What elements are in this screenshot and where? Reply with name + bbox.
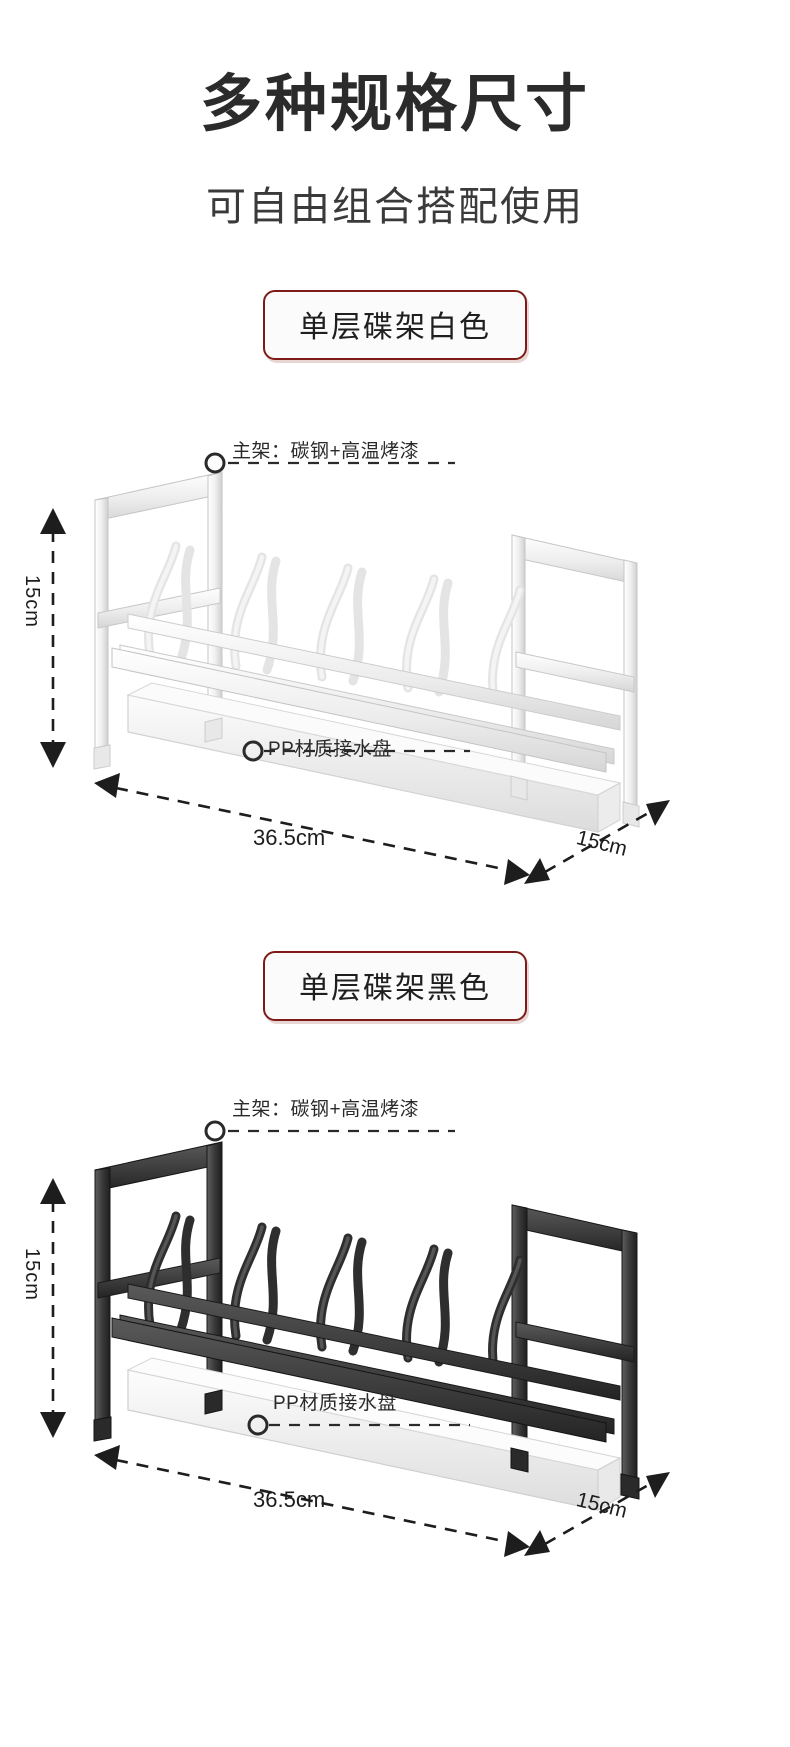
dimension-arrow-height (40, 1178, 66, 1438)
leader-line-frame (204, 452, 455, 474)
callout-frame-white: 主架：碳钢+高温烤漆 (232, 441, 420, 462)
page-subtitle: 可自由组合搭配使用 (206, 185, 584, 229)
leader-line-tray (242, 740, 470, 762)
dimension-height-white: 15cm (21, 575, 43, 628)
dimension-arrow-width (94, 1445, 530, 1557)
dimension-arrow-width (94, 773, 530, 885)
dimension-arrow-height (40, 508, 66, 768)
variant-badge-white[interactable]: 单层碟架白色 (263, 290, 527, 360)
product-illustration-black (0, 1070, 790, 1590)
dimension-arrow-depth (524, 800, 670, 884)
callout-frame-black: 主架：碳钢+高温烤漆 (232, 1099, 420, 1120)
product-figure-black (0, 1070, 790, 1590)
callout-tray-white: PP材质接水盘 (268, 739, 392, 760)
dimension-width-white: 36.5cm (253, 825, 326, 850)
callout-tray-black: PP材质接水盘 (273, 1393, 397, 1414)
leader-line-tray (247, 1414, 470, 1436)
page-title: 多种规格尺寸 (199, 70, 590, 139)
dimension-height-black: 15cm (21, 1248, 43, 1301)
variant-badge-black[interactable]: 单层碟架黑色 (263, 951, 527, 1021)
product-figure-white (0, 400, 790, 900)
product-illustration-white (0, 400, 790, 900)
leader-line-frame (204, 1120, 455, 1142)
dimension-width-black: 36.5cm (253, 1487, 326, 1512)
dimension-arrow-depth (524, 1472, 670, 1556)
